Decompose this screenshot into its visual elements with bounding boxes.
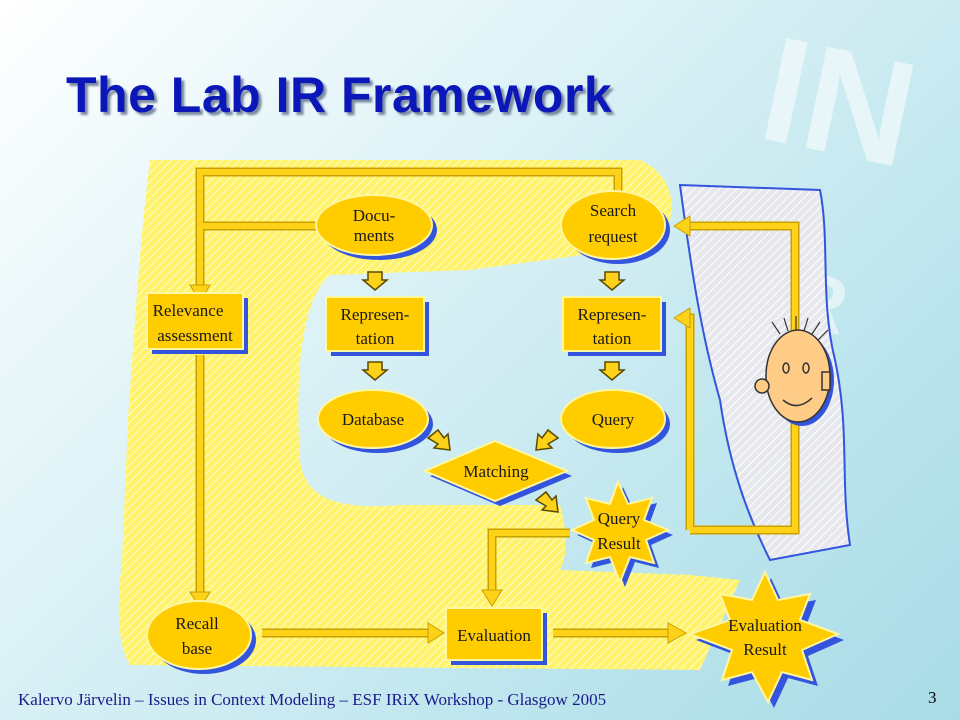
doc-representation-label-1: Represen- (341, 305, 410, 324)
query-result-node[interactable]: Query Result (569, 479, 673, 587)
relevance-assessment-node[interactable]: Relevance assessment (146, 292, 248, 354)
query-representation-node[interactable]: Represen- tation (562, 296, 666, 356)
doc-representation-label-2: tation (356, 329, 395, 348)
relevance-label-1: Relevance (153, 301, 224, 320)
search-request-label-1: Search (590, 201, 637, 220)
page-number: 3 (928, 688, 937, 707)
user-face-icon (754, 316, 834, 426)
evaluation-node[interactable]: Evaluation (445, 607, 547, 665)
documents-label-1: Docu- (353, 206, 396, 225)
relevance-label-2: assessment (157, 326, 233, 345)
query-representation-label-2: tation (593, 329, 632, 348)
small-arrows (360, 271, 627, 513)
svg-text:IN: IN (748, 4, 930, 200)
database-node[interactable]: Database (317, 389, 433, 453)
recall-base-label-2: base (182, 639, 212, 658)
slide-title: The Lab IR Framework (66, 67, 613, 123)
flow-arrows (195, 167, 800, 638)
user-zone (678, 183, 852, 562)
query-node[interactable]: Query (560, 389, 670, 453)
search-request-node[interactable]: Search request (560, 190, 670, 264)
recall-base-label-1: Recall (175, 614, 219, 633)
matching-node[interactable]: Matching (422, 439, 572, 506)
evaluation-result-node[interactable]: Evaluation Result (687, 569, 844, 708)
slide-footer: Kalervo Järvelin – Issues in Context Mod… (18, 690, 607, 709)
framework-zone (118, 160, 740, 670)
documents-label-2: ments (354, 226, 395, 245)
evaluation-result-label-1: Evaluation (728, 616, 802, 635)
database-label: Database (342, 410, 404, 429)
query-result-label-1: Query (598, 509, 641, 528)
recall-base-node[interactable]: Recall base (146, 600, 256, 674)
query-result-label-2: Result (597, 534, 641, 553)
search-request-label-2: request (588, 227, 637, 246)
matching-label: Matching (463, 462, 529, 481)
query-label: Query (592, 410, 635, 429)
query-representation-label-1: Represen- (578, 305, 647, 324)
evaluation-label: Evaluation (457, 626, 531, 645)
evaluation-result-label-2: Result (743, 640, 787, 659)
doc-representation-node[interactable]: Represen- tation (325, 296, 429, 356)
documents-node[interactable]: Docu- ments (315, 194, 437, 260)
